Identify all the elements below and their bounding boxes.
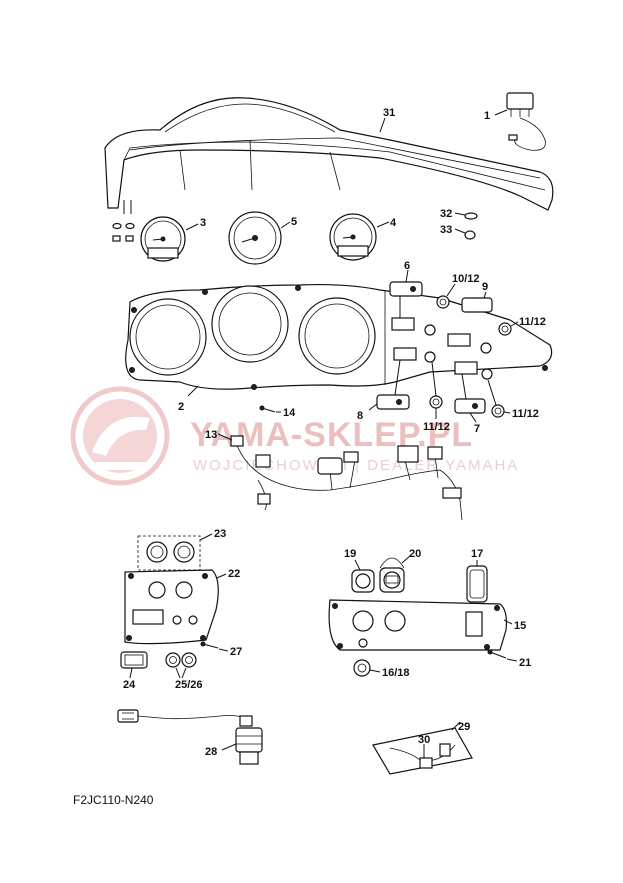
callout-30: 30 xyxy=(418,734,430,746)
callout-29: 29 xyxy=(458,721,470,733)
callout-22: 22 xyxy=(228,568,240,580)
part-3-gauge: 3 xyxy=(140,216,206,262)
part-32-33-washer-nut: 32 33 xyxy=(440,208,478,240)
part-28-sensor: 28 xyxy=(117,709,263,765)
part-1-sensor: 1 xyxy=(484,92,546,151)
callout-1: 1 xyxy=(484,110,490,122)
part-21-screw: 21 xyxy=(487,649,531,669)
part-31-cover: 31 xyxy=(104,97,554,214)
stud-bolts xyxy=(123,200,132,214)
part-25-26-grommets: 25/26 xyxy=(165,652,203,691)
part-10-12-plug: 10/12 xyxy=(436,273,480,309)
callout-25-26: 25/26 xyxy=(175,679,203,691)
part-11-12-plug-b: 11/12 xyxy=(423,361,450,433)
watermark: YAMA-SKLEP.PL WOJCIECHOWSKI | DEALER YAM… xyxy=(70,386,519,486)
part-17-switch: 17 xyxy=(466,548,488,603)
watermark-sub-text: WOJCIECHOWSKI | DEALER YAMAHA xyxy=(193,457,519,474)
callout-28: 28 xyxy=(205,746,217,758)
part-29-30-key-kit: 29 30 xyxy=(372,721,473,775)
diagram-code: F2JC110-N240 xyxy=(73,793,154,807)
callout-9: 9 xyxy=(482,281,488,293)
part-9-switch: 9 xyxy=(461,281,493,313)
callout-3: 3 xyxy=(200,217,206,229)
callout-31: 31 xyxy=(383,107,395,119)
part-19-socket: 19 xyxy=(344,548,375,593)
part-15-panel: 15 xyxy=(328,599,526,651)
washers-nuts-left xyxy=(112,222,135,242)
callout-5: 5 xyxy=(291,216,297,228)
part-20-usb-socket: 20 xyxy=(379,548,421,593)
callout-11-12-a: 11/12 xyxy=(519,316,546,328)
callout-27: 27 xyxy=(230,646,242,658)
callout-6: 6 xyxy=(404,260,410,272)
part-2-dash-panel: 2 xyxy=(125,283,553,413)
callout-14: 14 xyxy=(283,407,296,419)
callout-7: 7 xyxy=(474,423,480,435)
watermark-main-text: YAMA-SKLEP.PL xyxy=(190,416,473,454)
callout-16-18: 16/18 xyxy=(382,667,410,679)
callout-8: 8 xyxy=(357,410,363,422)
callout-11-12-b: 11/12 xyxy=(423,421,450,433)
callout-15: 15 xyxy=(514,620,526,632)
callout-11-12-c: 11/12 xyxy=(512,408,539,420)
callout-19: 19 xyxy=(344,548,356,560)
part-5-gauge: 5 xyxy=(228,211,297,265)
part-11-12-plug-a: 11/12 xyxy=(498,316,546,336)
part-22-switch-panel: 22 xyxy=(124,568,240,645)
part-13-wiring-harness: 13 xyxy=(205,429,463,521)
callout-33: 33 xyxy=(440,224,452,236)
callout-4: 4 xyxy=(390,217,397,229)
part-14-screw: 14 xyxy=(259,405,296,419)
part-7-switch: 7 xyxy=(454,373,486,435)
part-24-switch: 24 xyxy=(120,651,148,691)
part-11-12-plug-c: 11/12 xyxy=(487,379,539,420)
part-6-switch: 6 xyxy=(389,260,423,318)
callout-24: 24 xyxy=(123,679,136,691)
callout-23: 23 xyxy=(214,528,226,540)
callout-17: 17 xyxy=(471,548,483,560)
callout-20: 20 xyxy=(409,548,421,560)
callout-2: 2 xyxy=(178,401,184,413)
part-8-switch: 8 xyxy=(357,359,410,422)
part-4-gauge: 4 xyxy=(329,213,397,261)
part-16-18-grommet: 16/18 xyxy=(353,659,410,679)
callout-21: 21 xyxy=(519,657,531,669)
watermark-logo-icon xyxy=(70,386,170,486)
part-23-knobs: 23 xyxy=(137,528,226,571)
callout-10-12: 10/12 xyxy=(452,273,480,285)
part-27-screw: 27 xyxy=(200,641,242,658)
callout-13: 13 xyxy=(205,429,217,441)
callout-32: 32 xyxy=(440,208,452,220)
